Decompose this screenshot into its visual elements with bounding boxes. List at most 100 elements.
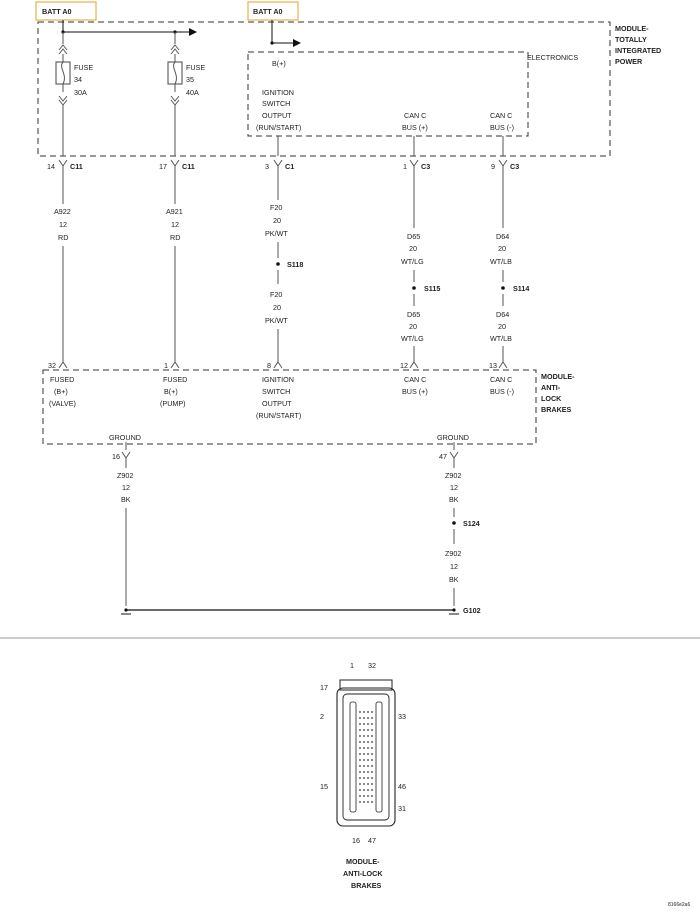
svg-text:(PUMP): (PUMP) (160, 399, 186, 408)
svg-text:D65: D65 (407, 310, 420, 319)
svg-text:POWER: POWER (615, 57, 643, 66)
connector-pin-dot (363, 801, 365, 803)
connector-pin-dot (367, 729, 369, 731)
connector-pin-dot (367, 717, 369, 719)
svg-text:D64: D64 (496, 232, 509, 241)
connector-pin-dot (371, 723, 373, 725)
abs-module-boundary (42, 369, 537, 445)
connector-pin-grid (359, 711, 373, 803)
svg-text:FUSED: FUSED (163, 375, 187, 384)
tipm-bplus-label: B(+) (272, 59, 286, 68)
svg-text:LOCK: LOCK (541, 394, 562, 403)
svg-text:A921: A921 (166, 207, 183, 216)
svg-text:13: 13 (489, 361, 497, 370)
abs-pin-8: 8 (267, 361, 283, 370)
connector-view-title: MODULE- ANTI-LOCK BRAKES (343, 857, 383, 890)
svg-text:SWITCH: SWITCH (262, 99, 290, 108)
connector-pin-dot (367, 723, 369, 725)
connector-pin-dot (363, 765, 365, 767)
svg-text:1: 1 (350, 661, 354, 670)
connector-pin-dot (359, 801, 361, 803)
splice-s114-icon (501, 286, 505, 290)
connector-pin-dot (363, 747, 365, 749)
connector-c11-pin14: 14 C11 (47, 159, 83, 171)
tipm-title: MODULE- TOTALLY INTEGRATED POWER (615, 24, 661, 66)
connector-pin-dot (359, 783, 361, 785)
svg-text:BK: BK (449, 575, 459, 584)
arrow-icon (189, 28, 197, 36)
svg-text:BRAKES: BRAKES (541, 405, 572, 414)
svg-text:12: 12 (450, 483, 458, 492)
abs-connector-view: 1 32 17 2 33 15 46 31 16 47 (320, 661, 406, 845)
connector-pin-dot (359, 717, 361, 719)
connector-pin-dot (363, 735, 365, 737)
connector-pin-dot (367, 711, 369, 713)
wire-f20: F20 20 PK/WT S118 F20 20 PK/WT (265, 166, 303, 362)
connector-pin-dot (359, 777, 361, 779)
connector-c1-pin3: 3 C1 (265, 159, 294, 171)
connector-pin-dot (371, 735, 373, 737)
svg-text:F20: F20 (270, 290, 282, 299)
svg-text:WT/LG: WT/LG (401, 257, 424, 266)
connector-pin-dot (363, 771, 365, 773)
electronics-boundary (247, 51, 529, 137)
svg-text:F20: F20 (270, 203, 282, 212)
svg-text:C11: C11 (70, 162, 83, 171)
svg-text:OUTPUT: OUTPUT (262, 111, 292, 120)
svg-text:BK: BK (121, 495, 131, 504)
svg-text:Z902: Z902 (445, 549, 461, 558)
abs-ground-label-left: GROUND (109, 433, 141, 442)
abs-pin-12: 12 (400, 361, 419, 370)
svg-text:(VALVE): (VALVE) (49, 399, 76, 408)
connector-pin-dot (359, 765, 361, 767)
connector-pin-dot (367, 783, 369, 785)
connector-pin-dot (367, 789, 369, 791)
connector-pin-dot (359, 753, 361, 755)
svg-text:WT/LG: WT/LG (401, 334, 424, 343)
svg-text:12: 12 (400, 361, 408, 370)
svg-text:G102: G102 (463, 606, 481, 615)
connector-pin-dot (367, 765, 369, 767)
svg-text:C11: C11 (182, 162, 195, 171)
svg-text:INTEGRATED: INTEGRATED (615, 46, 661, 55)
svg-text:WT/LB: WT/LB (490, 334, 512, 343)
connector-pin-dot (359, 711, 361, 713)
svg-text:CAN C: CAN C (404, 375, 426, 384)
svg-text:1: 1 (403, 162, 407, 171)
abs-pin-1: 1 (164, 361, 180, 370)
abs-fused-pump-label: FUSED B(+) (PUMP) (160, 375, 187, 408)
svg-text:TOTALLY: TOTALLY (615, 35, 647, 44)
connector-pin-dot (371, 783, 373, 785)
svg-text:17: 17 (320, 683, 328, 692)
svg-text:16: 16 (112, 452, 120, 461)
svg-text:Z902: Z902 (117, 471, 133, 480)
connector-pin-dot (359, 771, 361, 773)
connector-pin-dot (371, 801, 373, 803)
svg-text:47: 47 (439, 452, 447, 461)
svg-text:FUSE: FUSE (74, 63, 93, 72)
svg-text:46: 46 (398, 782, 406, 791)
svg-text:12: 12 (122, 483, 130, 492)
connector-pin-dot (371, 789, 373, 791)
svg-text:BK: BK (449, 495, 459, 504)
svg-text:(B+): (B+) (54, 387, 68, 396)
svg-text:31: 31 (398, 804, 406, 813)
svg-text:D65: D65 (407, 232, 420, 241)
connector-pin-dot (367, 759, 369, 761)
connector-pin-dot (371, 753, 373, 755)
svg-text:1: 1 (164, 361, 168, 370)
connector-pin-dot (371, 741, 373, 743)
svg-text:BUS (+): BUS (+) (402, 387, 428, 396)
connector-pin-dot (359, 759, 361, 761)
svg-text:OUTPUT: OUTPUT (262, 399, 292, 408)
svg-text:33: 33 (398, 712, 406, 721)
svg-text:S115: S115 (424, 284, 440, 293)
abs-title: MODULE- ANTI- LOCK BRAKES (541, 372, 575, 414)
batt-a0-left: BATT A0 (35, 1, 97, 21)
svg-text:IGNITION: IGNITION (262, 88, 294, 97)
connector-pin-dot (363, 789, 365, 791)
connector-pin-dot (363, 753, 365, 755)
tipm-canl-label: CAN C BUS (-) (490, 111, 514, 132)
connector-c11-pin17: 17 C11 (159, 159, 195, 171)
batt-a0-right: BATT A0 (247, 1, 299, 21)
